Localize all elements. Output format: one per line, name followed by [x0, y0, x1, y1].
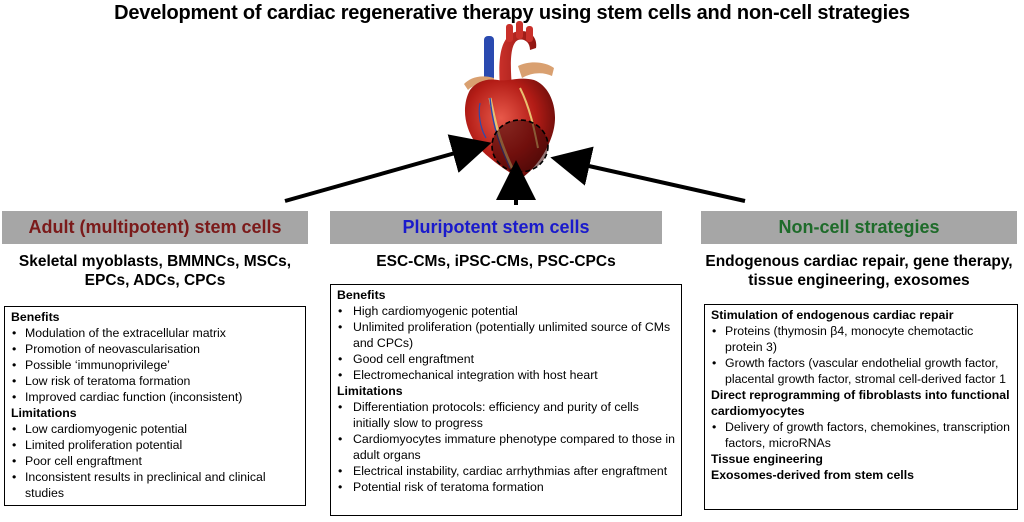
list-item: High cardiomyogenic potential	[337, 303, 675, 319]
arrow-right	[550, 146, 746, 203]
pluripotent-details-box: Benefits High cardiomyogenic potential U…	[330, 284, 682, 516]
list-item: Low cardiomyogenic potential	[11, 421, 299, 437]
section-heading: Exosomes-derived from stem cells	[711, 468, 914, 482]
list-item: Poor cell engraftment	[11, 453, 299, 469]
list-item: Unlimited proliferation (potentially unl…	[337, 319, 675, 351]
non-cell-details-box: Stimulation of endogenous cardiac repair…	[704, 304, 1018, 510]
header-pluripotent-stem-cells: Pluripotent stem cells	[330, 211, 662, 244]
list-item: Modulation of the extracellular matrix	[11, 325, 299, 341]
subtitle-adult: Skeletal myoblasts, BMMNCs, MSCs, EPCs, …	[18, 253, 292, 289]
section-heading: Direct reprogramming of fibroblasts into…	[711, 388, 1010, 418]
list-item: Inconsistent results in preclinical and …	[11, 469, 299, 501]
subtitle-non-cell: Endogenous cardiac repair, gene therapy,…	[705, 253, 1013, 289]
header-non-cell-strategies: Non-cell strategies	[701, 211, 1017, 244]
list-item: Growth factors (vascular endothelial gro…	[711, 355, 1011, 387]
arrow-left	[284, 134, 492, 203]
list-item: Electrical instability, cardiac arrhythm…	[337, 463, 675, 479]
adult-details-box: Benefits Modulation of the extracellular…	[4, 306, 306, 506]
list-item: Improved cardiac function (inconsistent)	[11, 389, 299, 405]
section-heading: Stimulation of endogenous cardiac repair	[711, 308, 954, 322]
list-item: Low risk of teratoma formation	[11, 373, 299, 389]
section-heading: Limitations	[11, 406, 77, 420]
list-item: Differentiation protocols: efficiency an…	[337, 399, 675, 431]
list-item: Electromechanical integration with host …	[337, 367, 675, 383]
subtitle-pluripotent: ESC-CMs, iPSC-CMs, PSC-CPCs	[376, 253, 616, 270]
list-item: Possible ‘immunoprivilege’	[11, 357, 299, 373]
list-item: Cardiomyocytes immature phenotype compar…	[337, 431, 675, 463]
list-item: Promotion of neovascularisation	[11, 341, 299, 357]
section-heading: Benefits	[337, 288, 386, 302]
list-item: Good cell engraftment	[337, 351, 675, 367]
header-adult-stem-cells: Adult (multipotent) stem cells	[2, 211, 308, 244]
list-item: Limited proliferation potential	[11, 437, 299, 453]
section-heading: Tissue engineering	[711, 452, 823, 466]
arrows	[284, 134, 746, 205]
list-item: Proteins (thymosin β4, monocyte chemotac…	[711, 323, 1011, 355]
list-item: Potential risk of teratoma formation	[337, 479, 675, 495]
list-item: Delivery of growth factors, chemokines, …	[711, 419, 1011, 451]
diagram-title: Development of cardiac regenerative ther…	[114, 2, 910, 24]
section-heading: Benefits	[11, 310, 60, 324]
section-heading: Limitations	[337, 384, 403, 398]
